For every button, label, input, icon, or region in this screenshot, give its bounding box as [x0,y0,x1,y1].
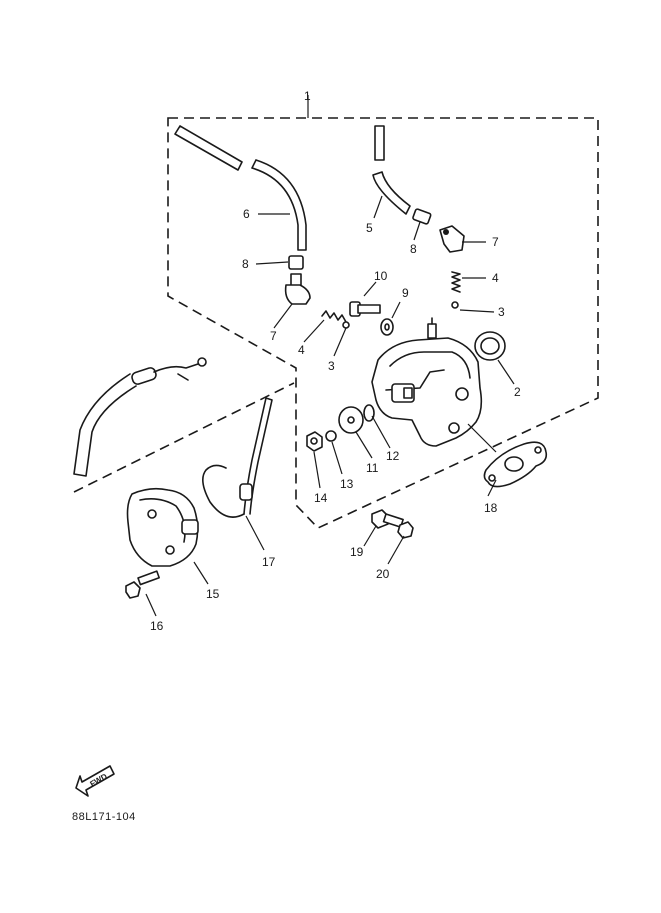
callout-3-left: 3 [328,359,335,373]
gasket-18 [483,441,548,488]
callout-14: 14 [314,491,328,505]
check-ball-3-right [451,301,459,309]
callout-16: 16 [150,619,164,633]
callout-8-right: 8 [410,242,417,256]
callout-4-left: 4 [298,343,305,357]
forward-arrow-icon: FWD [75,765,115,797]
callout-12: 12 [386,449,400,463]
screw-16 [125,570,160,599]
throttle-cable [73,357,207,477]
assembly-boundary-lower [73,382,295,493]
check-ball-3-left [342,321,350,329]
spring-4-right [451,271,461,293]
callout-6: 6 [243,207,250,221]
callout-2: 2 [514,385,521,399]
nut-14 [306,431,323,452]
callout-1: 1 [304,89,311,103]
oil-seal-2 [474,331,506,361]
washer-9-hole [384,323,390,331]
washer-9 [380,318,394,336]
callout-5: 5 [366,221,373,235]
washer-20 [397,521,414,539]
hose-clip-8-right [412,208,432,225]
hose-5 [372,125,411,215]
leader-lines [145,195,515,617]
hose-clip-8-left [288,255,304,270]
callout-13: 13 [340,477,354,491]
pump-cover-15 [126,487,199,567]
nut-14-hole [310,437,318,445]
callout-17: 17 [262,555,276,569]
callout-11: 11 [366,461,379,475]
drawing-code: 88L171-104 [72,811,136,823]
callout-9: 9 [402,286,409,300]
spring-4-left [321,310,347,323]
pump-plate-11-hole [347,416,355,424]
callout-10: 10 [374,269,388,283]
elbow-fitting-7-right [439,225,465,253]
callout-7-left: 7 [270,329,277,343]
callout-7-right: 7 [492,235,499,249]
oil-pump-body [371,317,483,447]
callout-8-left: 8 [242,257,249,271]
banjo-bolt-10 [349,301,381,317]
callout-19: 19 [350,545,364,559]
callout-3-right: 3 [498,305,505,319]
pump-plate-11 [338,406,364,434]
hose-6 [174,125,307,251]
callout-20: 20 [376,567,390,581]
washer-12 [363,404,375,422]
callout-18: 18 [484,501,498,515]
washer-13 [325,430,337,442]
callout-4-right: 4 [492,271,499,285]
callout-15: 15 [206,587,220,601]
bolt-19 [371,509,404,529]
oil-seal-2-inner [480,337,500,355]
pump-cable-17 [202,397,273,518]
elbow-fitting-7-left [284,273,311,305]
